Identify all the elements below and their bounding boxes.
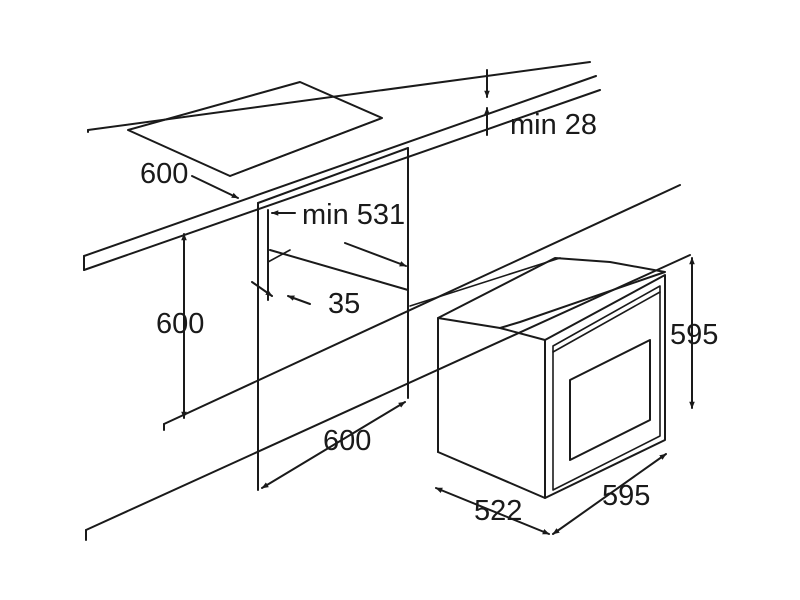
hob-front-edge: [229, 117, 383, 177]
countertop-front-top-edge: [83, 75, 597, 257]
dim-niche-depth-line: [261, 401, 406, 489]
oven-front-door: [544, 274, 666, 499]
oven-door-window: [569, 339, 651, 461]
label-niche-min-width: min 531: [302, 199, 405, 231]
label-niche-height: 600: [156, 308, 204, 340]
dim-oven-depth-line: [435, 487, 550, 535]
label-oven-depth: 522: [474, 495, 522, 527]
dim-niche-width-arrow-right: [344, 242, 407, 267]
cabinet-niche: [257, 147, 409, 491]
niche-inner-corner: [267, 249, 291, 263]
countertop-front-bottom-edge: [83, 89, 601, 271]
plinth: [85, 184, 691, 541]
label-rear-gap: 35: [328, 288, 360, 320]
label-oven-height: 595: [670, 319, 718, 351]
oven: [437, 257, 666, 499]
dimension-lines: [181, 69, 695, 535]
dimension-labels: 600 min 28 min 531 600 35 600 595 522 59…: [140, 109, 718, 527]
label-countertop-depth: 600: [140, 158, 188, 190]
oven-top-front-edge: [499, 327, 546, 341]
niche-top-edge: [257, 147, 409, 204]
plinth-back-line: [409, 257, 561, 307]
oven-control-strip: [552, 291, 661, 353]
oven-door-frame: [552, 285, 661, 491]
dim-rear-gap-arrow-left: [251, 281, 273, 297]
oven-bottom-side-edge: [437, 451, 546, 499]
dim-rear-gap-arrow-right: [287, 295, 311, 305]
label-oven-width: 595: [602, 480, 650, 512]
label-min-gap-top: min 28: [510, 109, 597, 141]
plinth-top-edge: [163, 184, 681, 425]
niche-inner-floor-back: [269, 249, 409, 291]
dim-countertop-depth-line: [191, 175, 239, 199]
dim-oven-width-line: [552, 453, 667, 535]
floor-front-edge: [85, 254, 691, 531]
label-niche-depth: 600: [323, 425, 371, 457]
hob: [127, 81, 383, 177]
